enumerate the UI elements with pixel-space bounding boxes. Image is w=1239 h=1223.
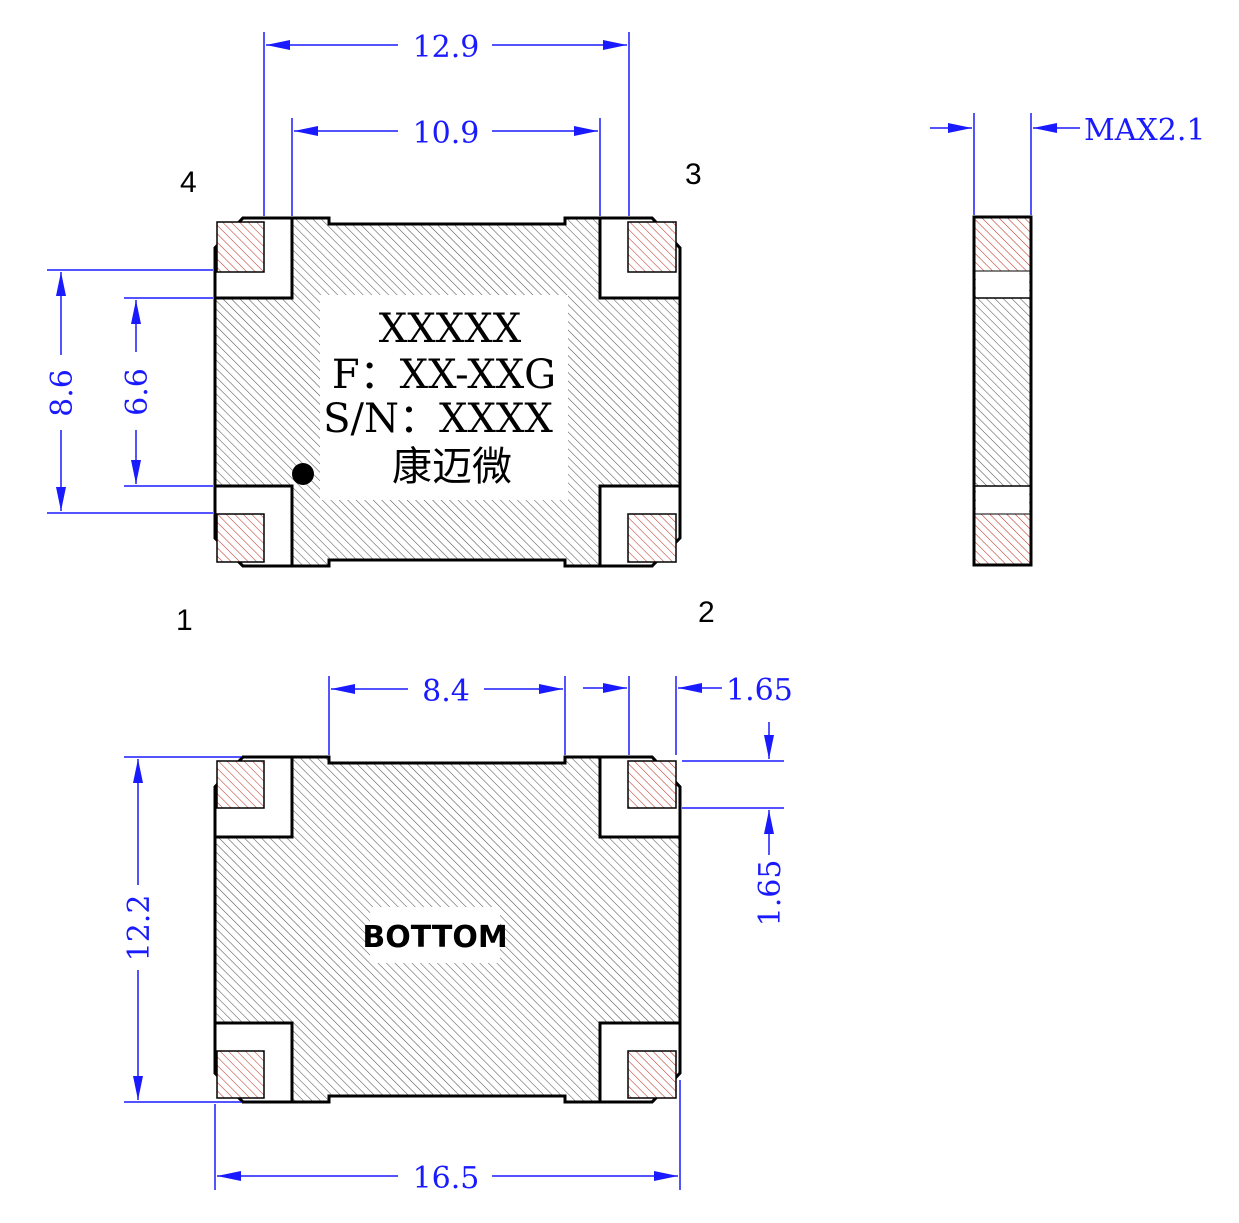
pin-label-1: 1 xyxy=(176,604,193,637)
top-view-pads xyxy=(213,216,682,568)
dim-pad-height-label: 1.65 xyxy=(753,860,788,927)
pin-label-2: 2 xyxy=(698,596,715,629)
dim-body-width: 16.5 xyxy=(214,1080,681,1196)
pin-label-4: 4 xyxy=(180,166,197,199)
marking-line-1: XXXXX xyxy=(379,306,522,352)
dim-body-height-label: 12.2 xyxy=(122,895,157,962)
dim-pad-width: 1.65 xyxy=(583,673,793,755)
bottom-view-pads xyxy=(213,755,682,1104)
marking-line-3: S/N：XXXX xyxy=(323,396,553,442)
pin1-dot-icon xyxy=(292,463,314,485)
dim-body-width-label: 16.5 xyxy=(413,1161,480,1196)
marking-line-2: F：XX-XXG xyxy=(332,352,556,398)
dim-inner-height: 6.6 xyxy=(120,297,213,487)
dim-pad-gap: 8.4 xyxy=(328,674,566,755)
dim-pad-width-label: 1.65 xyxy=(726,673,793,708)
dim-overall-height-label: 8.6 xyxy=(45,369,80,417)
dim-body-height: 12.2 xyxy=(122,756,241,1103)
dim-overall-width: 12.9 xyxy=(263,30,630,216)
dim-overall-width-label: 12.9 xyxy=(413,30,480,65)
dim-thickness-label: MAX2.1 xyxy=(1084,113,1205,148)
bottom-view-label: BOTTOM xyxy=(362,920,507,955)
dim-thickness: MAX2.1 xyxy=(930,113,1205,215)
marking-line-4: 康迈微 xyxy=(392,444,512,490)
dim-inner-height-label: 6.6 xyxy=(120,368,155,416)
dim-inner-width-label: 10.9 xyxy=(413,116,480,151)
dim-overall-height: 8.6 xyxy=(45,269,213,514)
dim-pad-gap-label: 8.4 xyxy=(422,674,470,709)
top-view: XXXXX F：XX-XXG S/N：XXXX 康迈微 4 3 1 2 12.9… xyxy=(45,30,715,637)
dim-inner-width: 10.9 xyxy=(291,116,601,216)
bottom-view: BOTTOM 8.4 1.65 xyxy=(122,673,793,1196)
side-view: MAX2.1 xyxy=(930,113,1205,567)
dim-pad-height: 1.65 xyxy=(682,722,788,926)
pin-label-3: 3 xyxy=(685,158,702,191)
